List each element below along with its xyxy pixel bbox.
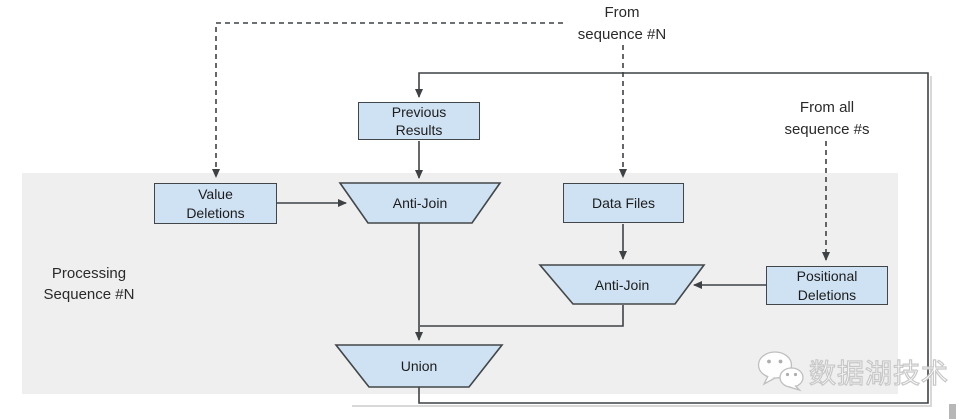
band-label-processing-sequence: Processing Sequence #N: [43, 265, 135, 303]
node-data-files: Data Files: [563, 183, 684, 223]
connector-union-to-previous-results-loop: [415, 72, 929, 404]
annotation-from-all-sequences: From all sequence #s: [784, 99, 870, 138]
node-value-deletions: Value Deletions: [154, 183, 277, 224]
annotation-from-sequence-n: From sequence #N: [577, 4, 667, 43]
node-positional-deletions: Positional Deletions: [766, 266, 888, 305]
connector-dashed-from-sequence-to-value-deletions: [212, 22, 563, 178]
union-shape: [334, 344, 504, 388]
scrollbar-remnant: [949, 404, 956, 419]
anti-join-left-shape: [338, 182, 502, 224]
loop-shadow: [352, 76, 932, 407]
anti-join-right-shape: [538, 264, 706, 305]
node-previous-results: Previous Results: [358, 102, 480, 140]
connector-anti-join-right-to-union: [420, 305, 624, 327]
